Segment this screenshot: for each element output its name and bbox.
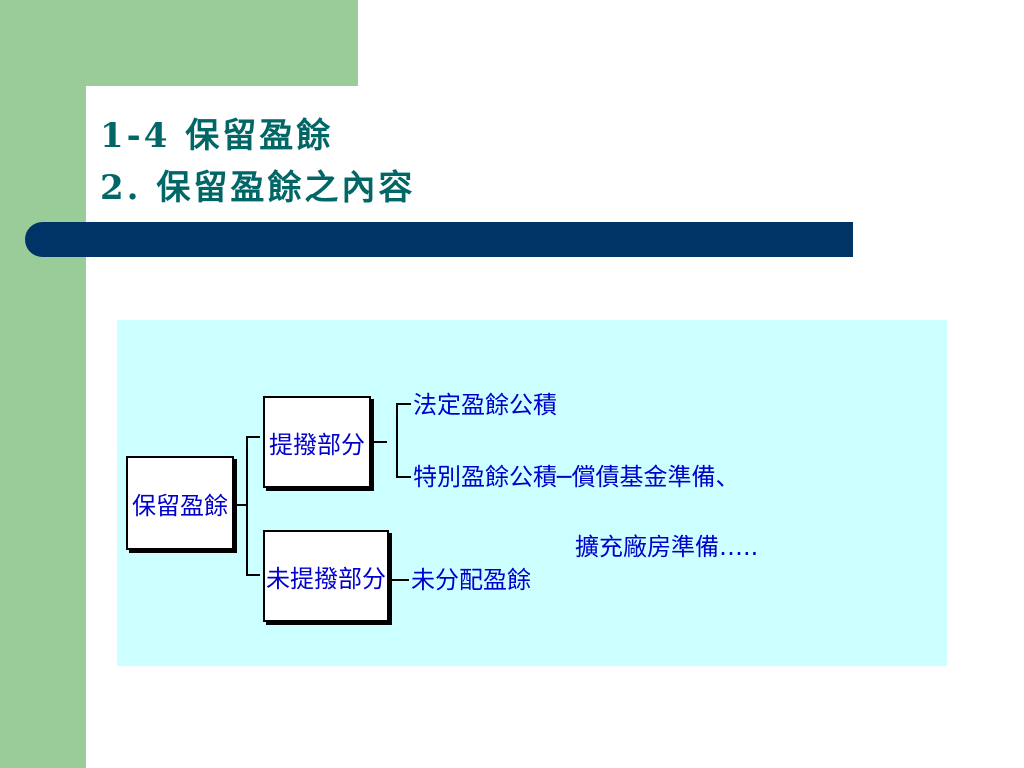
slide-title-line-2: 2. 保留盈餘之內容 — [100, 168, 416, 208]
diagram-area: 保留盈餘 提撥部分 未提撥部分 法定盈餘公積 特別盈餘公積─償債基金準備、 擴充… — [117, 320, 947, 666]
leaf-undistributed-earnings: 未分配盈餘 — [411, 566, 531, 594]
green-band-top — [0, 0, 358, 86]
root-bracket — [246, 436, 260, 576]
branch-1-box: 提撥部分 — [263, 396, 371, 488]
leaf-special-reserve-continuation: 擴充廠房準備….. — [575, 533, 759, 561]
leaf-legal-reserve: 法定盈餘公積 — [413, 391, 557, 419]
bracket-connectors — [233, 403, 411, 581]
branch-2-box: 未提撥部分 — [263, 530, 389, 622]
branch-1-bracket — [396, 403, 411, 478]
title-underline-bar — [25, 222, 853, 257]
leaf-special-reserve: 特別盈餘公積─償債基金準備、 — [413, 463, 740, 491]
slide-title-line-1: 1-4 保留盈餘 — [100, 116, 334, 156]
green-band-left — [0, 0, 86, 768]
root-box: 保留盈餘 — [126, 456, 234, 550]
